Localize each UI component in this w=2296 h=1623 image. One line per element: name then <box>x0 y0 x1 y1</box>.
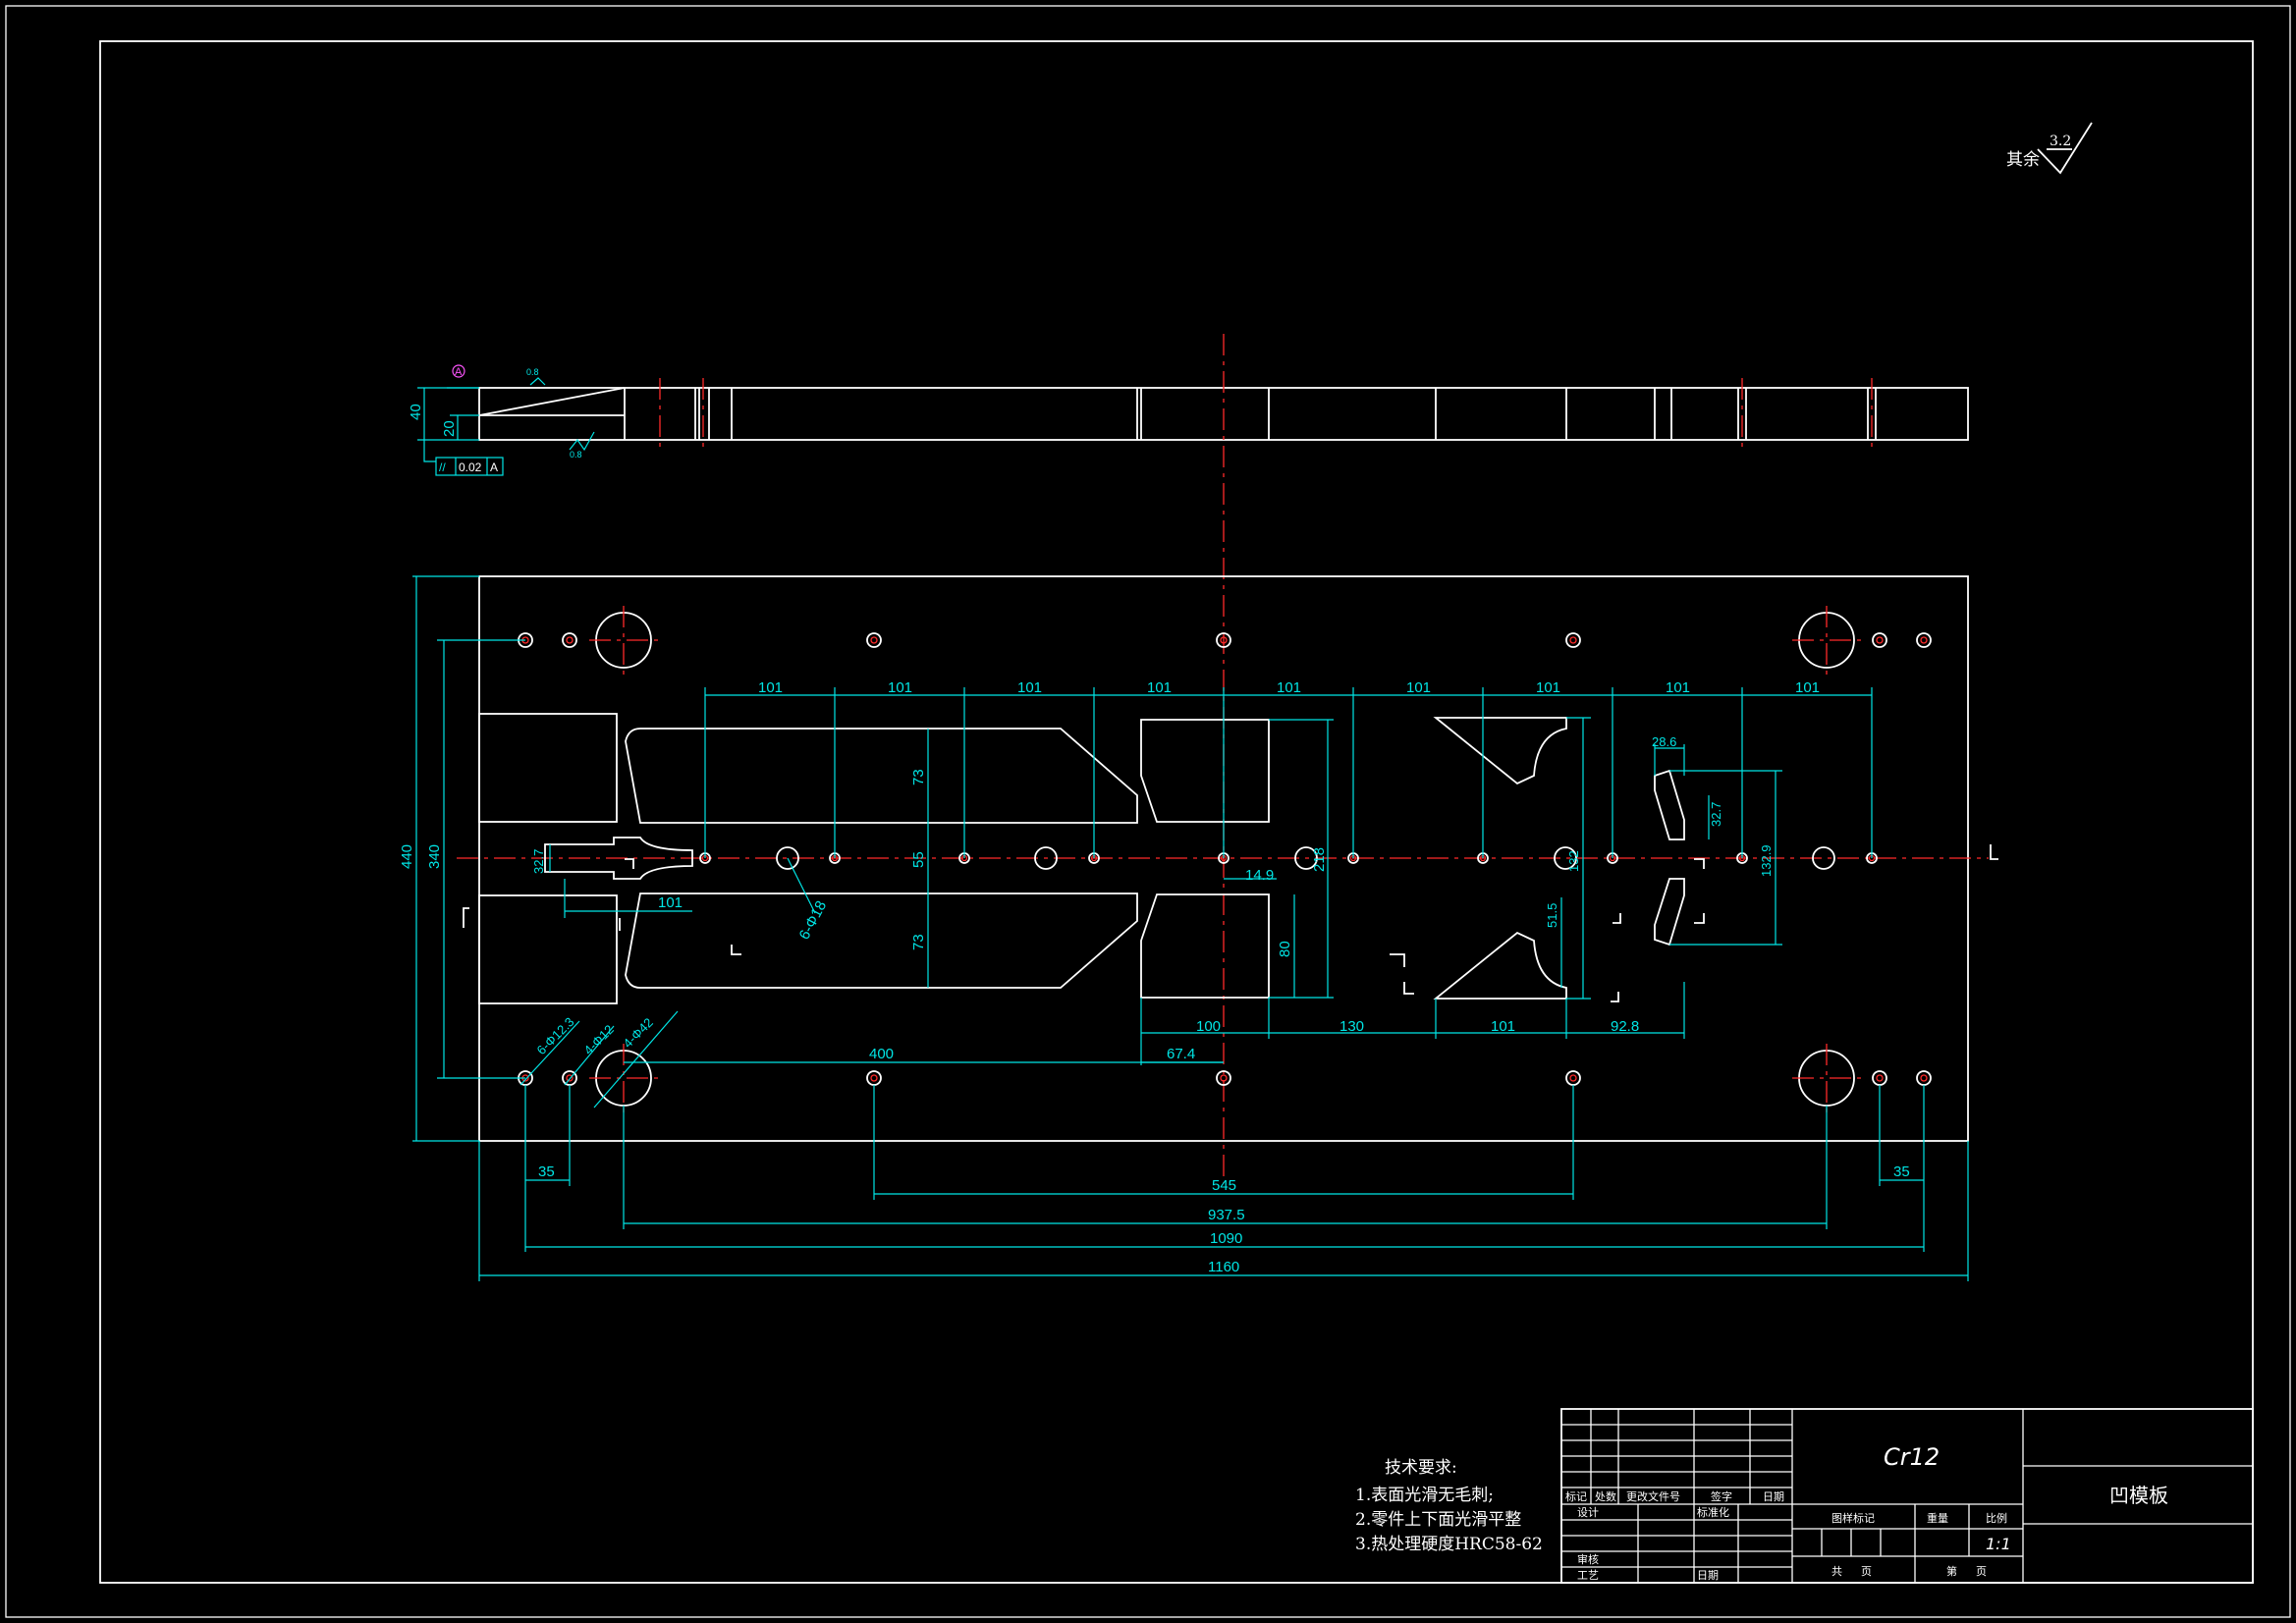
svg-text:标记: 标记 <box>1565 1489 1587 1503</box>
svg-text:101: 101 <box>1277 679 1301 696</box>
svg-text:工艺: 工艺 <box>1577 1569 1599 1582</box>
svg-text:技术要求:: 技术要求: <box>1385 1458 1457 1478</box>
svg-text:55: 55 <box>910 851 927 868</box>
svg-text:日期: 日期 <box>1697 1569 1719 1582</box>
svg-text:20: 20 <box>441 420 458 437</box>
t-slot <box>544 837 693 880</box>
svg-text:101: 101 <box>758 679 783 696</box>
svg-text:1160: 1160 <box>1208 1259 1239 1275</box>
right-cutout-top <box>1654 769 1685 840</box>
svg-text:4-Φ12: 4-Φ12 <box>581 1022 617 1057</box>
svg-text:标准化: 标准化 <box>1697 1505 1729 1519</box>
svg-text:67.4: 67.4 <box>1167 1046 1195 1062</box>
svg-text:101: 101 <box>1666 679 1690 696</box>
mid-cutout-bottom <box>1140 893 1270 999</box>
long-slot-top <box>625 728 1138 824</box>
svg-text:937.5: 937.5 <box>1208 1207 1245 1223</box>
svg-text:101: 101 <box>1795 679 1820 696</box>
tri-cutout-top <box>1433 717 1567 785</box>
svg-text:0.02: 0.02 <box>459 460 482 474</box>
svg-text:审核: 审核 <box>1577 1552 1599 1566</box>
svg-text:440: 440 <box>399 844 415 869</box>
tri-cutout-bottom <box>1433 931 1567 1000</box>
svg-text:101: 101 <box>1147 679 1172 696</box>
svg-text:101: 101 <box>1536 679 1560 696</box>
svg-text:6-Φ12.3: 6-Φ12.3 <box>534 1014 577 1057</box>
small-holes <box>518 632 1932 1086</box>
svg-text:101: 101 <box>1017 679 1042 696</box>
svg-text:101: 101 <box>888 679 912 696</box>
roughness-symbol <box>2037 122 2093 175</box>
svg-text:比例: 比例 <box>1986 1511 2007 1525</box>
svg-text:73: 73 <box>910 769 927 785</box>
svg-text:14.9: 14.9 <box>1245 867 1274 884</box>
svg-text:218: 218 <box>1311 847 1328 872</box>
left-cutout-bottom <box>478 894 618 1004</box>
svg-text:1090: 1090 <box>1210 1230 1242 1247</box>
tech-requirements: 技术要求: 1.表面光滑无毛刺; 2.零件上下面光滑平整 3.热处理硬度HRC5… <box>1355 1458 1543 1554</box>
svg-text:80: 80 <box>1277 941 1293 957</box>
centerline-holes <box>699 846 1878 870</box>
surface-finish-label: 其余 <box>2006 150 2040 170</box>
svg-text:101: 101 <box>1406 679 1431 696</box>
svg-text:1:1: 1:1 <box>1986 1535 2011 1553</box>
svg-text:图样标记: 图样标记 <box>1831 1511 1875 1525</box>
svg-text:101: 101 <box>1491 1018 1515 1035</box>
svg-text:51.5: 51.5 <box>1545 903 1559 928</box>
datum-marker <box>452 364 465 378</box>
left-cutout-top <box>478 713 618 823</box>
svg-text:处数: 处数 <box>1595 1490 1616 1503</box>
svg-text:32.7: 32.7 <box>1709 802 1723 827</box>
svg-text:100: 100 <box>1196 1018 1221 1035</box>
side-view: A 0.8 0.8 40 20 // 0.02 A <box>408 364 1969 476</box>
svg-text:132.9: 132.9 <box>1759 844 1774 877</box>
svg-text:92.8: 92.8 <box>1611 1018 1639 1035</box>
svg-text:6-Φ18: 6-Φ18 <box>796 898 831 943</box>
svg-text:第: 第 <box>1946 1564 1957 1578</box>
svg-text:共: 共 <box>1831 1565 1842 1578</box>
svg-text:4-Φ42: 4-Φ42 <box>621 1015 656 1051</box>
svg-text:A: A <box>455 366 463 378</box>
inner-frame <box>99 40 2254 1584</box>
svg-text://: // <box>439 460 446 474</box>
plan-view <box>457 575 1998 1142</box>
svg-text:页: 页 <box>1861 1565 1872 1578</box>
part-name: 凹模板 <box>2109 1484 2168 1507</box>
svg-text:132: 132 <box>1566 850 1581 872</box>
svg-text:400: 400 <box>869 1046 894 1062</box>
svg-text:32.7: 32.7 <box>531 849 546 874</box>
svg-text:页: 页 <box>1976 1565 1987 1578</box>
svg-text:545: 545 <box>1212 1177 1236 1194</box>
svg-text:签字: 签字 <box>1711 1489 1732 1503</box>
svg-text:A: A <box>490 460 498 474</box>
svg-text:2.零件上下面光滑平整: 2.零件上下面光滑平整 <box>1355 1510 1521 1530</box>
svg-text:重量: 重量 <box>1927 1511 1948 1525</box>
svg-text:日期: 日期 <box>1763 1490 1784 1503</box>
title-block: 标记 处数 更改文件号 签字 日期 设计 标准化 审核 工艺 日期 Cr12 图… <box>1560 1408 2254 1584</box>
surface-finish-value: 3.2 <box>2050 134 2071 149</box>
right-cutout-bottom <box>1654 878 1685 947</box>
svg-text:0.8: 0.8 <box>570 450 582 460</box>
outer-border <box>5 5 2291 1618</box>
tolerance-frame <box>435 457 504 476</box>
svg-text:1.表面光滑无毛刺;: 1.表面光滑无毛刺; <box>1355 1486 1494 1505</box>
svg-text:130: 130 <box>1339 1018 1364 1035</box>
surface-finish-note: 其余 3.2 <box>2006 122 2093 175</box>
svg-text:3.热处理硬度HRC58-62: 3.热处理硬度HRC58-62 <box>1355 1535 1543 1554</box>
svg-text:340: 340 <box>426 844 443 869</box>
mid-cutout-top <box>1140 719 1270 823</box>
svg-text:35: 35 <box>538 1163 555 1180</box>
material: Cr12 <box>1884 1443 1940 1471</box>
svg-text:更改文件号: 更改文件号 <box>1626 1489 1680 1503</box>
svg-text:73: 73 <box>910 934 927 950</box>
svg-text:35: 35 <box>1893 1163 1910 1180</box>
svg-text:设计: 设计 <box>1577 1506 1599 1519</box>
svg-text:40: 40 <box>408 404 424 420</box>
svg-text:28.6: 28.6 <box>1652 734 1676 749</box>
svg-text:101: 101 <box>658 894 683 911</box>
long-slot-bottom <box>625 893 1138 989</box>
svg-text:0.8: 0.8 <box>526 367 539 377</box>
